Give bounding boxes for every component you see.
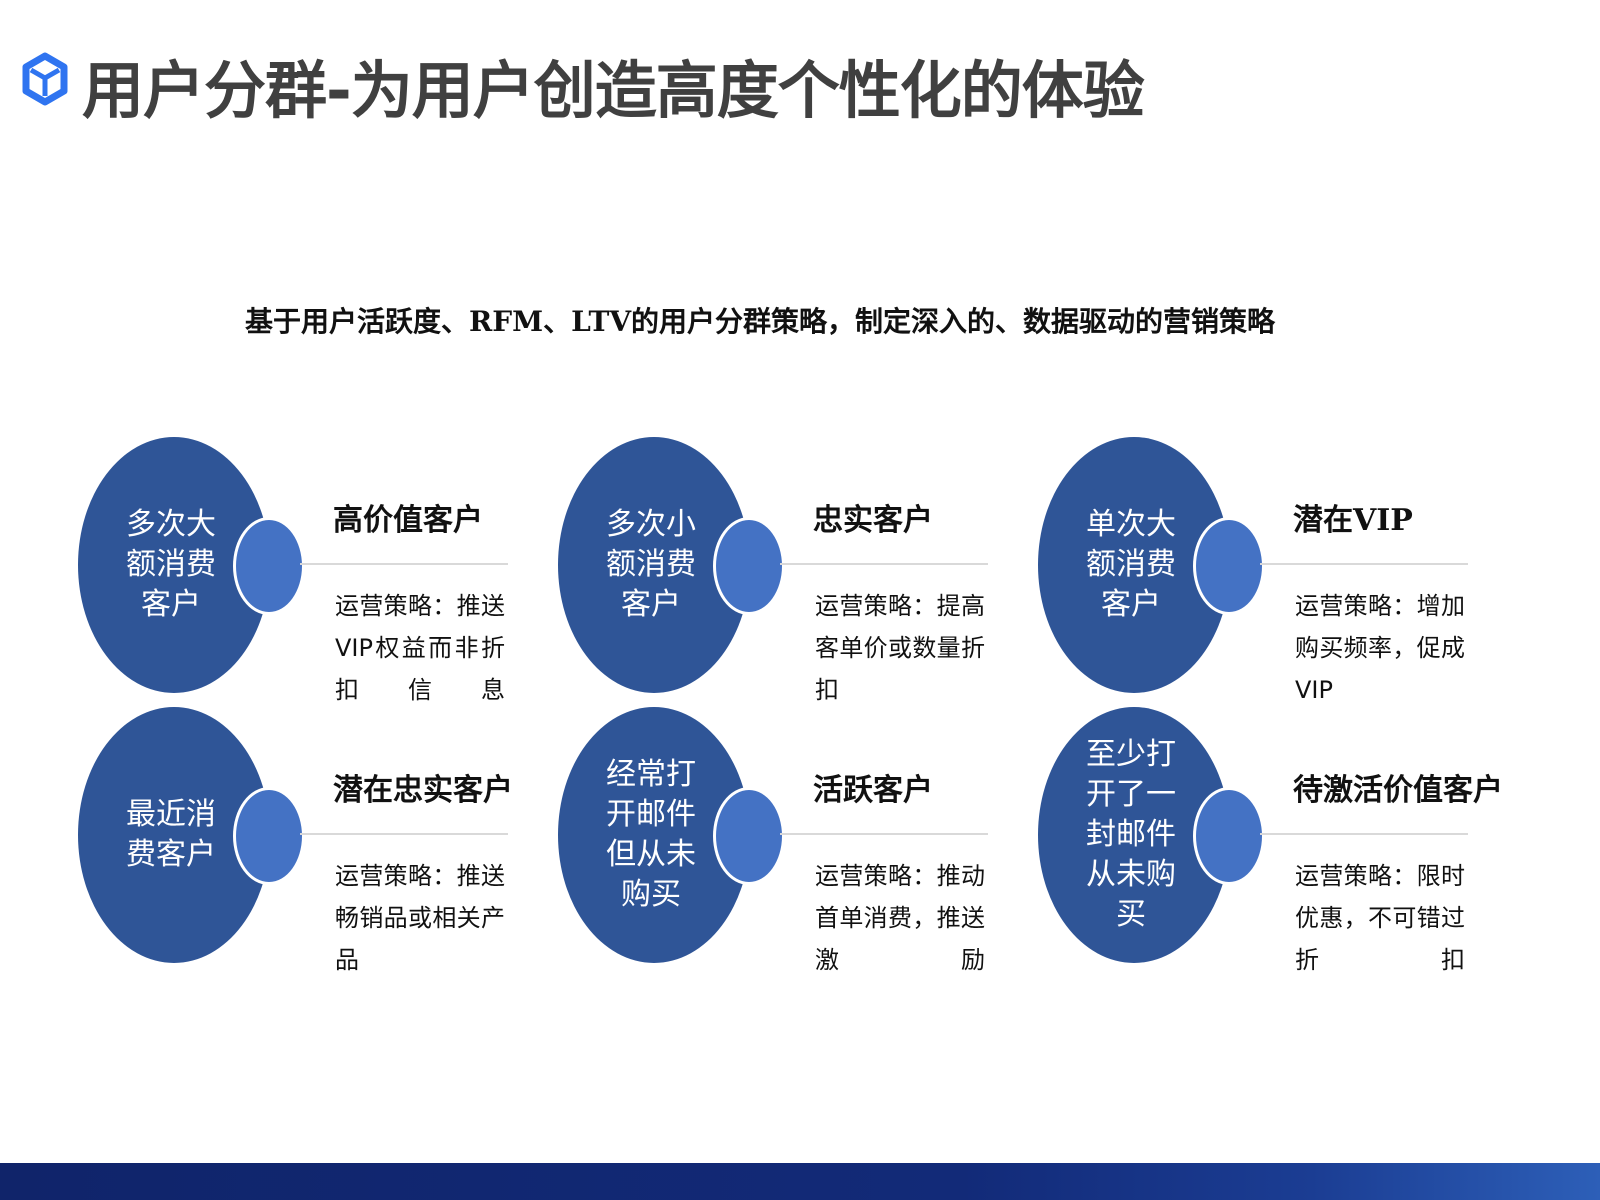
segment-circle: 多次小额消费客户	[558, 437, 750, 693]
segment-card: 最近消费客户 潜在忠实客户 运营策略：推送畅销品或相关产品	[78, 707, 513, 974]
segment-divider	[1260, 833, 1468, 835]
footer-band	[0, 1163, 1600, 1200]
page-subtitle: 基于用户活跃度、RFM、LTV的用户分群策略，制定深入的、数据驱动的营销策略	[244, 305, 1276, 338]
segment-strategy: 运营策略：限时优惠，不可错过折扣	[1295, 862, 1465, 974]
segment-card: 经常打开邮件但从未购买 活跃客户 运营策略：推动首单消费，推送激励	[558, 707, 988, 974]
segment-strategy: 运营策略：提高客单价或数量折扣	[815, 592, 985, 704]
segment-connector-dot	[713, 787, 785, 885]
segment-title: 高价值客户	[333, 503, 483, 538]
segment-circle-label: 单次大额消费客户	[1086, 507, 1176, 622]
segment-title: 潜在忠实客户	[333, 773, 513, 808]
segment-circle-label: 最近消费客户	[126, 797, 216, 872]
segment-card: 至少打开了一封邮件从未购买 待激活价值客户 运营策略：限时优惠，不可错过折扣	[1038, 707, 1503, 974]
page-title: 用户分群-为用户创造高度个性化的体验	[82, 54, 1145, 127]
segment-divider	[1260, 563, 1468, 565]
segment-strategy: 运营策略：推送畅销品或相关产品	[335, 862, 505, 974]
segment-circle-label: 经常打开邮件但从未购买	[606, 757, 696, 912]
segment-circle: 至少打开了一封邮件从未购买	[1038, 707, 1230, 963]
segment-card: 单次大额消费客户 潜在VIP 运营策略：增加购买频率，促成VIP	[1038, 437, 1468, 704]
segment-divider	[300, 833, 508, 835]
segment-title: 活跃客户	[813, 773, 933, 808]
segment-title: 忠实客户	[813, 503, 933, 538]
segment-connector-dot	[1193, 517, 1265, 615]
segment-connector-dot	[233, 517, 305, 615]
segment-circle-label: 多次大额消费客户	[126, 507, 216, 622]
segment-circle: 最近消费客户	[78, 707, 270, 963]
segment-divider	[780, 563, 988, 565]
segment-title: 待激活价值客户	[1293, 773, 1503, 808]
segment-circle-label: 至少打开了一封邮件从未购买	[1086, 737, 1176, 932]
segment-strategy: 运营策略：推送VIP权益而非折扣信息	[335, 592, 505, 704]
segment-title: 潜在VIP	[1293, 503, 1413, 538]
segment-strategy: 运营策略：增加购买频率，促成VIP	[1295, 592, 1465, 704]
segment-strategy: 运营策略：推动首单消费，推送激励	[815, 862, 985, 974]
segment-divider	[300, 563, 508, 565]
segment-divider	[780, 833, 988, 835]
segment-connector-dot	[713, 517, 785, 615]
segment-circle-label: 多次小额消费客户	[606, 507, 696, 622]
segment-connector-dot	[1193, 787, 1265, 885]
segment-card: 多次小额消费客户 忠实客户 运营策略：提高客单价或数量折扣	[558, 437, 988, 704]
cube-logo-icon	[22, 52, 68, 106]
segment-connector-dot	[233, 787, 305, 885]
segment-card: 多次大额消费客户 高价值客户 运营策略：推送VIP权益而非折扣信息	[78, 437, 508, 704]
